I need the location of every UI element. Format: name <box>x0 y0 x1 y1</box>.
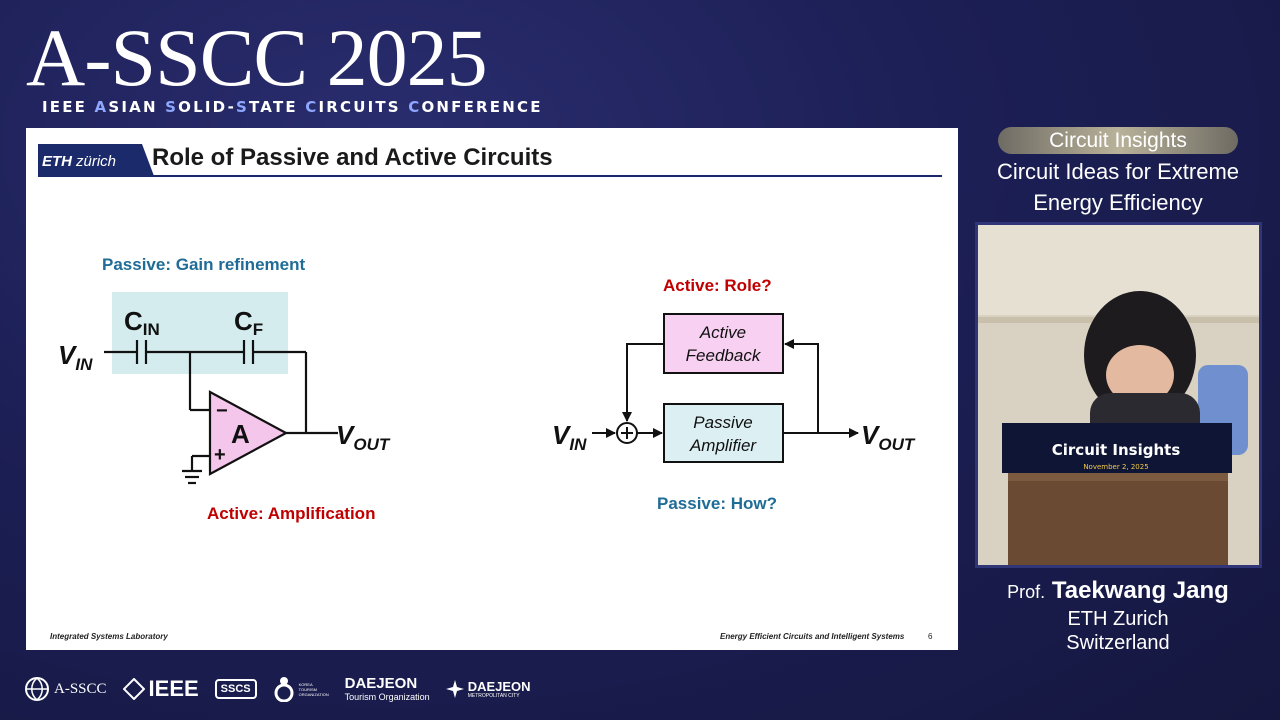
subtitle-part: IRCUITS <box>318 98 409 116</box>
podium-sign-title: Circuit Insights <box>1052 441 1181 459</box>
speaker-video: Circuit Insights November 2, 2025 <box>975 222 1262 568</box>
sscs-logo: SSCS <box>214 679 257 699</box>
speaker-name: Prof. Taekwang Jang <box>976 577 1260 605</box>
vin-label-left: VIN <box>58 340 93 374</box>
feedback-line2: Feedback <box>686 346 762 365</box>
left-circuit: Passive: Gain refinement CIN CF VIN <box>58 255 391 523</box>
slide-page-number: 6 <box>928 632 933 641</box>
kto-logo-text: KOREA TOURISM ORGANIZATION <box>298 681 329 697</box>
footer-group: Energy Efficient Circuits and Intelligen… <box>720 632 905 641</box>
passive-how-label: Passive: How? <box>657 494 777 513</box>
eth-logo-bold: ETH <box>42 153 73 170</box>
passive-amplifier-box <box>663 403 784 463</box>
conference-subtitle: IEEE ASIAN SOLID-STATE CIRCUITS CONFEREN… <box>42 98 562 116</box>
slide-title: Role of Passive and Active Circuits <box>152 144 553 171</box>
daejeon-tourism-main: DAEJEON <box>344 675 418 692</box>
ieee-diamond-icon <box>122 678 145 700</box>
ieee-logo-text: IEEE <box>148 676 199 701</box>
daejeon-tourism-sub: Tourism Organization <box>344 692 430 702</box>
speaker-country: Switzerland <box>1066 632 1170 654</box>
vout-label-left: VOUT <box>336 420 391 454</box>
speaker-scene: Circuit Insights November 2, 2025 <box>978 225 1259 565</box>
opamp-gain-label: A <box>231 419 250 449</box>
left-wires <box>104 340 338 485</box>
amplifier-line2: Amplifier <box>689 436 757 455</box>
talk-title: Circuit Ideas for Extreme Energy Efficie… <box>976 156 1260 218</box>
subtitle-part: IEEE <box>42 98 95 116</box>
active-role-label: Active: Role? <box>663 276 772 295</box>
opamp-minus: − <box>216 400 228 422</box>
active-amplification-label: Active: Amplification <box>207 504 375 523</box>
subtitle-initial: C <box>408 98 422 116</box>
eth-logo-light: zürich <box>75 153 116 170</box>
sponsor-logos: A-SSCC IEEE SSCS KOREA TOURISM ORGANIZAT… <box>24 672 531 706</box>
talk-title-line: Circuit Ideas for Extreme <box>996 159 1240 184</box>
vout-label-right: VOUT <box>861 420 916 454</box>
ieee-logo: IEEE <box>122 676 199 702</box>
subtitle-initial: C <box>305 98 319 116</box>
conference-title: A-SSCC 2025 <box>26 12 488 103</box>
daejeon-tourism-logo: DAEJEON Tourism Organization <box>344 675 430 703</box>
asscc-logo: A-SSCC <box>24 676 107 702</box>
podium-sign-date: November 2, 2025 <box>1083 463 1148 471</box>
subtitle-initial: S <box>165 98 179 116</box>
capacitor-highlight <box>112 292 288 374</box>
amplifier-line1: Passive <box>693 413 753 432</box>
sscs-logo-text: SSCS <box>220 683 251 695</box>
asscc-logo-text: A-SSCC <box>54 680 107 697</box>
opamp-triangle <box>208 390 289 476</box>
circuit-diagrams: Passive: Gain refinement CIN CF VIN <box>58 255 916 523</box>
kto-figure-icon <box>274 677 294 702</box>
subtitle-part: TATE <box>249 98 306 116</box>
series-badge: Circuit Insights <box>998 127 1238 154</box>
daejeon-city-sub: METROPOLITAN CITY <box>467 692 520 699</box>
vin-label-right: VIN <box>552 420 587 454</box>
presentation-slide: ETH zürich Role of Passive and Active Ci… <box>26 128 958 650</box>
cin-label: CIN <box>124 306 160 339</box>
subtitle-initial: S <box>236 98 250 116</box>
subtitle-initial: A <box>94 98 109 116</box>
passive-gain-refinement-label: Passive: Gain refinement <box>102 255 305 274</box>
talk-title-line: Energy Efficiency <box>1033 190 1203 215</box>
eth-zurich-logo: ETH zürich <box>38 144 154 176</box>
subtitle-part: SIAN <box>108 98 166 116</box>
cf-label: CF <box>234 306 263 339</box>
daejeon-city-main: DAEJEON <box>467 678 531 694</box>
speaker-full-name: Taekwang Jang <box>1051 577 1229 604</box>
subtitle-part: ONFERENCE <box>421 98 543 116</box>
right-circuit: Active: Role? Active Feedback Passive Am… <box>552 276 916 513</box>
globe-icon <box>25 677 49 701</box>
right-wires <box>592 339 859 444</box>
title-rule <box>38 175 942 177</box>
daejeon-star-icon <box>445 680 464 698</box>
speaker-affiliation: ETH Zurich <box>1067 608 1169 630</box>
kto-logo: KOREA TOURISM ORGANIZATION <box>273 676 329 702</box>
feedback-line1: Active <box>699 323 746 342</box>
speaker-prefix: Prof. <box>1007 582 1046 602</box>
opamp-plus: + <box>214 444 226 466</box>
daejeon-city-logo: DAEJEON METROPOLITAN CITY <box>445 680 531 699</box>
footer-lab: Integrated Systems Laboratory <box>50 632 168 641</box>
subtitle-part: OLID- <box>178 98 237 116</box>
daejeon-city-text: DAEJEON METROPOLITAN CITY <box>468 680 531 699</box>
